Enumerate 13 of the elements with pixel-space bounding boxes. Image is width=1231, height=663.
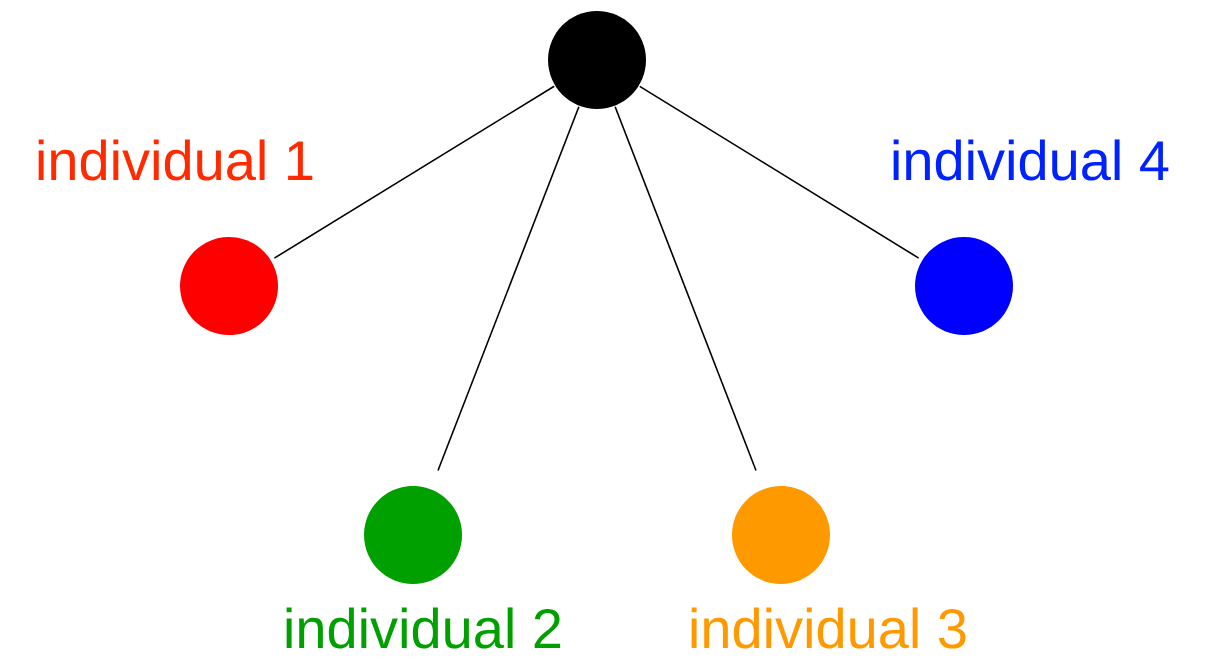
connector-line: [638, 85, 920, 259]
node-label: individual 4: [893, 139, 1169, 181]
connector-line: [273, 85, 556, 259]
dot: [548, 11, 646, 109]
dot: [364, 486, 462, 584]
node-label: individual 1: [38, 139, 313, 181]
node-label: individual 2: [286, 607, 561, 649]
connector-line: [614, 106, 757, 472]
dot: [732, 486, 830, 584]
node-label: individual 3: [691, 607, 966, 649]
connector-line: [437, 106, 580, 472]
dot: [180, 237, 278, 335]
dot: [915, 237, 1013, 335]
